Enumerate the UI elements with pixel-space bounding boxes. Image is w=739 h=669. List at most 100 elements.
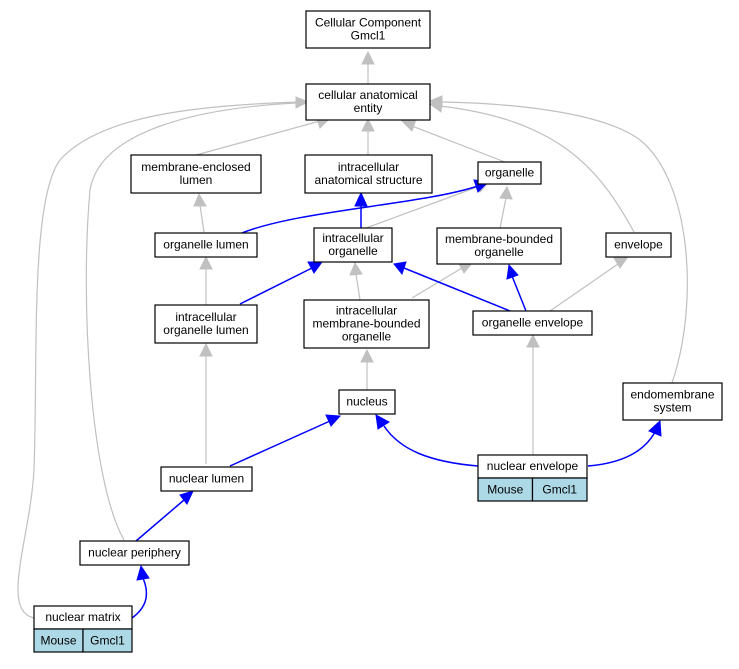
node-label-line: intracellular	[175, 310, 236, 324]
node-label-line: organelle	[328, 244, 378, 258]
edge-imbo-intorg	[355, 273, 361, 301]
node-box	[79, 540, 190, 566]
node-nucleus[interactable]: nucleus	[338, 389, 396, 415]
arrow-imbo-intorg	[349, 261, 363, 276]
node-label-line: Cellular Component	[315, 16, 422, 30]
annotation-tag-label: Gmcl1	[542, 483, 577, 497]
node-label-line: organelle envelope	[482, 316, 584, 330]
arrow-orgenv-intorg	[393, 261, 407, 276]
edge-imbo-mbo	[411, 267, 463, 299]
edge-nucenv-nucleus	[383, 425, 479, 467]
node-box	[338, 389, 396, 415]
annotation-tag-label: Mouse	[40, 634, 76, 648]
node-label-line: nuclear envelope	[487, 459, 579, 473]
node-label-line: organelle lumen	[163, 323, 248, 337]
edge-mbo-org	[499, 197, 507, 229]
edges	[17, 50, 688, 619]
arrow-nucenv-endo	[648, 419, 662, 437]
node-orgenv[interactable]: organelle envelope	[472, 310, 593, 336]
node-label-line: organelle	[474, 245, 524, 259]
node-label-line: entity	[354, 101, 383, 115]
arrow-cae-root	[361, 50, 375, 65]
node-label-line: anatomical structure	[314, 173, 422, 187]
node-label-line: nuclear matrix	[45, 610, 120, 624]
arrow-nucenv-nucleus	[375, 414, 390, 430]
node-orglum[interactable]: organelle lumen	[154, 232, 258, 258]
edge-iol-intorg	[239, 267, 313, 305]
arrow-nucleus-imbo	[360, 348, 374, 363]
arrow-intorg-ias	[354, 191, 368, 207]
edge-orgenv-mbo	[511, 275, 527, 312]
node-label-line: intracellular	[336, 304, 397, 318]
node-box	[477, 161, 542, 185]
node-box	[472, 310, 593, 336]
edge-intorg-org	[365, 185, 481, 229]
node-label-line: membrane-bounded	[312, 317, 420, 331]
edge-nucmat-nucper	[131, 577, 148, 619]
edge-org-cae	[411, 125, 506, 163]
node-box	[436, 227, 562, 265]
node-box	[154, 232, 258, 258]
node-nucper[interactable]: nuclear periphery	[79, 540, 190, 566]
arrow-iol-intorg	[307, 261, 323, 274]
node-label-line: intracellular	[322, 231, 383, 245]
node-label-line: lumen	[180, 173, 213, 187]
arrow-endo-cae-2	[428, 95, 443, 108]
annotation-tag-label: Gmcl1	[90, 634, 125, 648]
node-label-line: nuclear lumen	[169, 472, 244, 486]
node-box	[605, 232, 672, 258]
arrow-mbo-org	[499, 185, 513, 200]
node-label-line: organelle	[342, 330, 392, 344]
arrow-orglum-mel	[193, 192, 207, 207]
node-box	[304, 154, 433, 194]
edge-orgenv-intorg	[403, 267, 511, 312]
node-org[interactable]: organelle	[477, 161, 542, 185]
edge-nucenv-endo	[587, 431, 656, 467]
node-label-line: membrane-enclosed	[141, 160, 250, 174]
node-env[interactable]: envelope	[605, 232, 672, 258]
node-box	[622, 382, 723, 421]
node-label-line: organelle	[485, 166, 535, 180]
edge-orglum-org	[241, 185, 479, 234]
annotation-tag-cell[interactable]	[82, 628, 133, 653]
edge-mel-cae	[195, 120, 321, 156]
node-label-line: Gmcl1	[351, 29, 386, 43]
arrow-orgenv-mbo	[506, 263, 519, 280]
annotation-tag-cell[interactable]	[531, 477, 588, 502]
arrow-ias-cae	[361, 117, 375, 132]
edge-endo-cae	[441, 101, 688, 384]
node-box	[303, 299, 430, 349]
arrow-nucenv-orgenv	[526, 333, 540, 348]
node-box	[130, 154, 262, 194]
node-box	[154, 304, 258, 344]
node-label-line: endomembrane	[630, 388, 714, 402]
edge-orglum-mel	[199, 204, 205, 233]
edge-nuclum-nucleus	[229, 420, 331, 467]
arrow-nuclum-nucleus	[325, 414, 342, 427]
node-label-line: cellular anatomical	[318, 88, 417, 102]
arrow-org-cae	[400, 118, 417, 132]
edge-nucper-nuclum	[135, 499, 185, 542]
node-label-line: nucleus	[346, 395, 387, 409]
node-label-line: system	[653, 401, 691, 415]
node-label-line: organelle lumen	[163, 238, 248, 252]
arrow-nucmat-nucper	[136, 564, 150, 581]
arrow-orgenv-env	[613, 257, 628, 269]
edge-orgenv-env	[549, 263, 619, 312]
node-box	[305, 10, 431, 49]
node-label-line: membrane-bounded	[445, 232, 553, 246]
node-nuclum[interactable]: nuclear lumen	[160, 466, 253, 492]
